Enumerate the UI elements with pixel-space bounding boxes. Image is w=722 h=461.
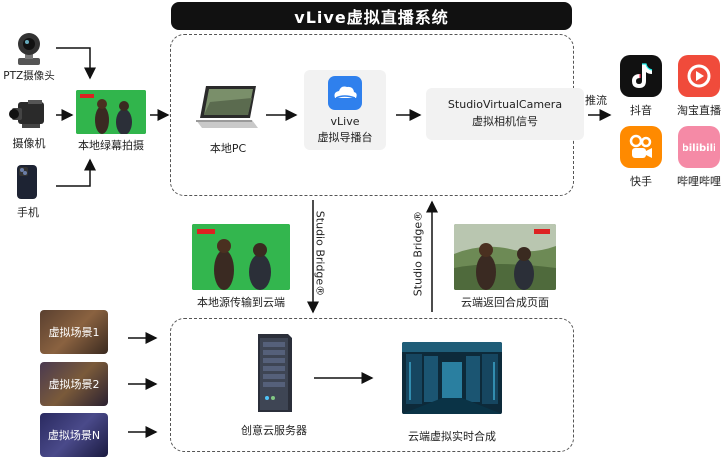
server-label: 创意云服务器 (241, 424, 307, 437)
platform-label-douyin: 抖音 (630, 104, 652, 117)
virtual-scene-1-label: 虚拟场景1 (48, 326, 100, 339)
local-pc-label: 本地PC (209, 142, 247, 155)
local-greenscreen-image (76, 90, 146, 134)
push-stream-label: 推流 (585, 94, 607, 107)
page-title: vLive虚拟直播系统 (171, 2, 572, 30)
platform-label-kuaishou: 快手 (630, 175, 652, 188)
bilibili-icon: bilibili (678, 126, 720, 168)
upload-to-cloud-label: 本地源传输到云端 (197, 296, 285, 309)
camcorder-label: 摄像机 (12, 137, 46, 150)
ptz-camera-icon (14, 32, 44, 66)
camcorder-icon (8, 100, 50, 130)
virtual-scene-2: 虚拟场景2 (40, 362, 108, 406)
vlive-subtitle: 虚拟导播台 (317, 131, 373, 144)
platform-label-bilibili: 哔哩哔哩 (677, 175, 721, 188)
laptop-icon (196, 84, 262, 130)
cloud-composite-label: 云端虚拟实时合成 (408, 430, 496, 443)
taobao-live-icon (678, 55, 720, 97)
vlive-name: vLive (330, 115, 360, 128)
svg-text:bilibili: bilibili (683, 143, 715, 154)
virtual-scene-1: 虚拟场景1 (40, 310, 108, 354)
studio-bridge-up-label: Studio Bridge® (411, 210, 425, 297)
cloud-return-composite-image (454, 224, 556, 290)
virtual-scene-n: 虚拟场景N (40, 413, 108, 457)
douyin-icon (620, 55, 662, 97)
cloud-composite-datacenter-image (402, 342, 502, 414)
phone-label: 手机 (17, 206, 39, 219)
cloud-system-box (170, 318, 574, 452)
ptz-camera-label: PTZ摄像头 (3, 70, 55, 82)
studio-bridge-down-label: Studio Bridge® (313, 210, 327, 297)
studio-virtual-camera-card (426, 88, 584, 140)
svc-name: StudioVirtualCamera (447, 98, 563, 111)
upload-greenscreen-image (192, 224, 290, 290)
phone-icon (16, 164, 38, 200)
virtual-scene-2-label: 虚拟场景2 (48, 378, 100, 391)
svc-subtitle: 虚拟相机信号 (472, 115, 538, 128)
local-greenscreen-label: 本地绿幕拍摄 (78, 139, 144, 152)
vlive-cloud-icon (328, 76, 362, 110)
platform-label-taobao: 淘宝直播 (677, 104, 721, 117)
cloud-return-label: 云端返回合成页面 (461, 296, 549, 309)
server-icon (254, 332, 294, 414)
virtual-scene-n-label: 虚拟场景N (47, 429, 101, 442)
kuaishou-icon (620, 126, 662, 168)
